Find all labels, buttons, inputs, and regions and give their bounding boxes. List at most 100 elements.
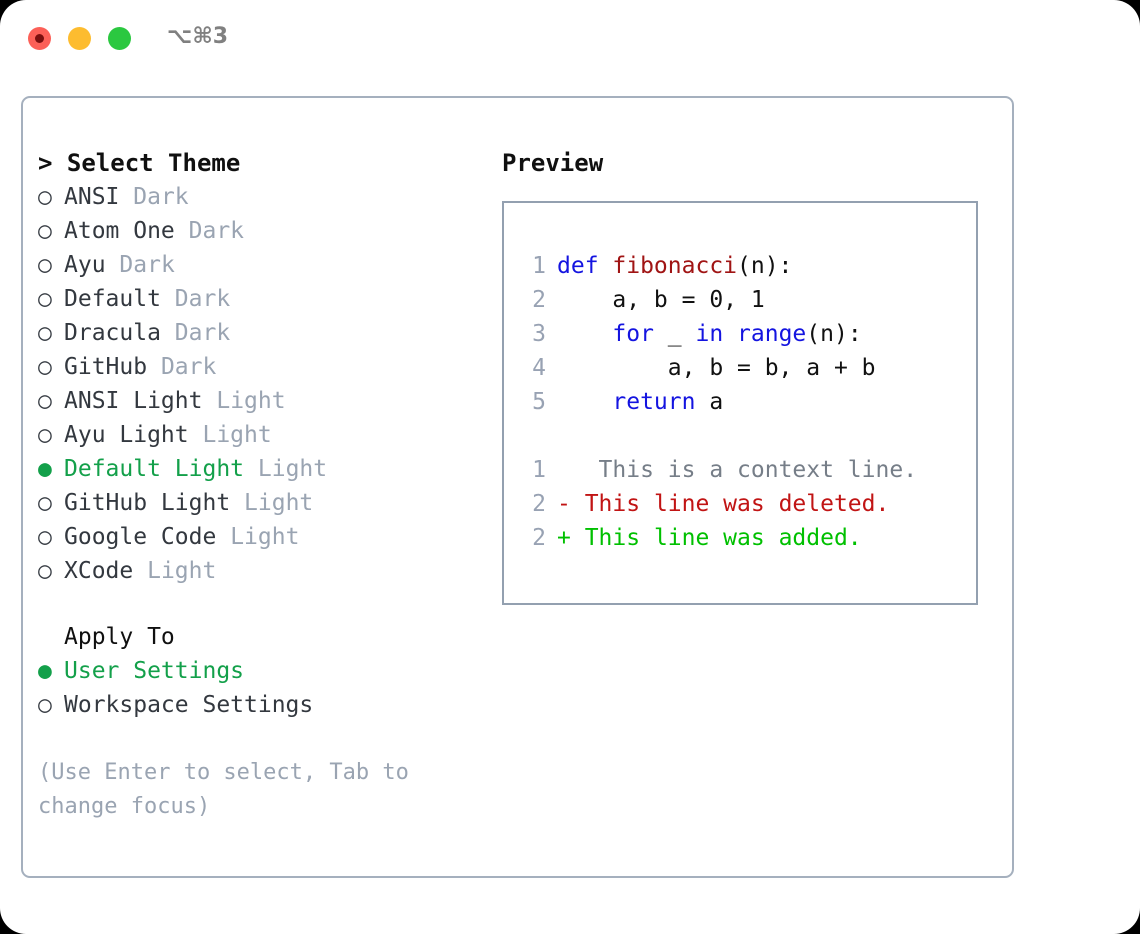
apply-to-section: Apply To ●User Settings○Workspace Settin… (38, 620, 498, 722)
minimize-button[interactable] (68, 27, 91, 50)
code-diff-separator (518, 419, 970, 453)
theme-list-item[interactable]: ○ ANSI Light Light (38, 384, 498, 418)
code-token: for (612, 321, 654, 347)
theme-name: Dracula (64, 320, 161, 346)
theme-list-item[interactable]: ○GitHub Light Light (38, 486, 498, 520)
diff-line: 2 + This line was added. (518, 521, 970, 555)
theme-category-label: Light (244, 490, 314, 516)
radio-unselected-icon: ○ (38, 252, 52, 278)
theme-category-label: Dark (174, 286, 231, 312)
theme-name: Default Light (64, 456, 245, 482)
theme-list-item[interactable]: ○ Ayu Light Light (38, 418, 498, 452)
radio-unselected-icon: ○ (38, 422, 52, 448)
theme-selection-column: > Select Theme ○ANSI Dark○Atom One Dark○… (38, 146, 498, 824)
code-line: 4 a, b = b, a + b (518, 351, 970, 385)
line-number: 2 (532, 287, 546, 313)
radio-unselected-icon: ○ (38, 558, 52, 584)
line-number: 5 (532, 389, 546, 415)
code-token: return (612, 389, 696, 415)
theme-list-item[interactable]: ○ Atom One Dark (38, 214, 498, 248)
diff-line: 1 This is a context line. (518, 453, 970, 487)
theme-category-label: Dark (174, 320, 231, 346)
code-token (723, 321, 737, 347)
radio-unselected-icon: ○ (38, 218, 52, 244)
apply-to-list[interactable]: ● User Settings ○ Workspace Settings (38, 654, 498, 722)
theme-name: ANSI (64, 184, 120, 210)
radio-unselected-icon: ○ (38, 286, 52, 312)
close-icon (35, 34, 44, 43)
apply-to-option[interactable]: ● User Settings (38, 654, 498, 688)
radio-unselected-icon: ○ (38, 692, 52, 718)
line-number: 2 (532, 491, 546, 517)
code-token (557, 321, 612, 347)
theme-category-label: Light (147, 558, 217, 584)
diff-text: This is a context line. (570, 457, 918, 483)
keyboard-hint-text: (Use Enter to select, Tab to change focu… (38, 760, 423, 819)
diff-block: 1 This is a context line.2- This line wa… (518, 453, 970, 555)
theme-list-item[interactable]: ○Google Code Light (38, 520, 498, 554)
diff-sign (557, 457, 571, 483)
code-token: a, b = b, a + b (557, 355, 876, 381)
line-number: 2 (532, 525, 546, 551)
theme-category-label: Dark (188, 218, 245, 244)
theme-list-item[interactable]: ○ Ayu Dark (38, 248, 498, 282)
theme-category-label: Dark (160, 354, 217, 380)
theme-name: Ayu (64, 252, 106, 278)
diff-sign: + (557, 525, 571, 551)
radio-unselected-icon: ○ (38, 354, 52, 380)
diff-text: This line was added. (570, 525, 862, 551)
line-number: 4 (532, 355, 546, 381)
code-token: in (695, 321, 724, 347)
theme-name: GitHub (64, 354, 148, 380)
title-bar: ⌥⌘3 (0, 0, 1140, 78)
theme-name: GitHub Light (64, 490, 231, 516)
theme-category-label: Light (216, 388, 286, 414)
theme-list-item[interactable]: ○ANSI Dark (38, 180, 498, 214)
radio-unselected-icon: ○ (38, 388, 52, 414)
theme-name: ANSI Light (64, 388, 203, 414)
main-panel: > Select Theme ○ANSI Dark○Atom One Dark○… (21, 96, 1014, 878)
theme-name: Google Code (64, 524, 217, 550)
theme-list-item[interactable]: ○ Dracula Dark (38, 316, 498, 350)
theme-name: Atom One (64, 218, 175, 244)
code-token: (n): (737, 253, 793, 279)
radio-selected-icon: ● (38, 456, 52, 482)
theme-list[interactable]: ○ANSI Dark○Atom One Dark○Ayu Dark○Defaul… (38, 180, 498, 588)
code-token: a (695, 389, 724, 415)
theme-list-item[interactable]: ○XCode Light (38, 554, 498, 588)
radio-unselected-icon: ○ (38, 320, 52, 346)
theme-name: Ayu Light (64, 422, 189, 448)
keyboard-shortcut-label: ⌥⌘3 (167, 24, 229, 49)
theme-name: Default (64, 286, 161, 312)
diff-text: This line was deleted. (570, 491, 890, 517)
theme-category-label: Light (202, 422, 272, 448)
code-token: a, b = 0, 1 (557, 287, 765, 313)
code-line: 2 a, b = 0, 1 (518, 283, 970, 317)
apply-to-option-label: User Settings (64, 658, 245, 684)
code-token: def (557, 253, 613, 279)
apply-to-option-label: Workspace Settings (64, 692, 314, 718)
radio-selected-icon: ● (38, 658, 52, 684)
theme-category-label: Light (257, 456, 328, 482)
diff-sign: - (557, 491, 571, 517)
diff-line: 2- This line was deleted. (518, 487, 970, 521)
line-number: 3 (532, 321, 546, 347)
theme-list-item[interactable]: ○ Default Dark (38, 282, 498, 316)
apply-to-option[interactable]: ○ Workspace Settings (38, 688, 498, 722)
theme-list-item[interactable]: ● Default Light Light (38, 452, 498, 486)
line-number: 1 (532, 253, 546, 279)
code-token: _ (653, 321, 696, 347)
code-line: 5 return a (518, 385, 970, 419)
theme-list-item[interactable]: ○ GitHub Dark (38, 350, 498, 384)
theme-category-label: Dark (133, 184, 189, 210)
page-title: > Select Theme (38, 149, 241, 177)
code-token: (n): (806, 321, 862, 347)
theme-category-label: Dark (119, 252, 175, 278)
maximize-button[interactable] (108, 27, 131, 50)
